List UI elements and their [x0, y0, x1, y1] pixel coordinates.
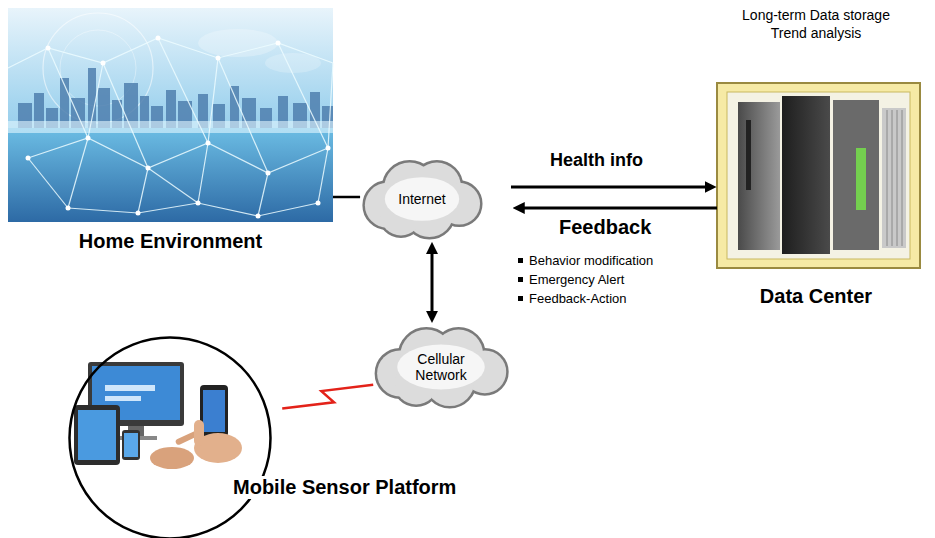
- server-light: [856, 148, 866, 210]
- network-dots: [316, 201, 321, 206]
- tablet: [74, 405, 120, 465]
- node-label: Internet: [398, 191, 445, 207]
- picture-box: Long-term Data storage Trend analysisDat…: [700, 5, 932, 317]
- server-ribs: [892, 110, 893, 246]
- network-lines: [328, 63, 333, 148]
- network-dots: [136, 211, 141, 216]
- network-lines: [68, 138, 88, 208]
- network-dots: [196, 201, 201, 206]
- circle-border: [70, 338, 271, 538]
- network-lines: [278, 43, 328, 148]
- screen-bar: [105, 385, 155, 391]
- network-lines: [318, 148, 328, 203]
- network-dots: [256, 214, 261, 219]
- mobile-devices-picture: [74, 362, 242, 469]
- node-heading: Long-term Data storage Trend analysis: [728, 7, 904, 42]
- circle-outline: [68, 336, 272, 538]
- node-label: Mobile Sensor Platform: [230, 476, 459, 499]
- node-label: Cellular Network: [403, 351, 479, 383]
- network-lines: [208, 58, 218, 143]
- server: [833, 100, 879, 250]
- small-phone: [122, 430, 140, 460]
- small-phone-screen: [124, 433, 138, 457]
- server: [882, 108, 906, 248]
- network-lines: [8, 38, 333, 216]
- edge-label: Feedback: [557, 216, 653, 239]
- cloud-border: [376, 329, 507, 407]
- network-dots: [146, 166, 151, 171]
- cloud-fill: [365, 163, 480, 237]
- network-dots: [46, 46, 51, 51]
- network-dots: [26, 36, 331, 219]
- platform-circle: Mobile Sensor Platform: [68, 336, 272, 538]
- city-network-picture: [8, 8, 333, 222]
- network-lines: [158, 38, 208, 143]
- frame: [717, 83, 920, 268]
- network-lines: [258, 173, 268, 216]
- network-dots: [26, 156, 31, 161]
- network-dots: [326, 146, 331, 151]
- server-ribs: [897, 110, 898, 246]
- connector-arrow: [511, 186, 707, 189]
- network-lines: [28, 138, 328, 173]
- network-cloud: Cellular Network: [368, 327, 514, 407]
- data-center-picture: [717, 83, 920, 268]
- hand: [150, 447, 194, 469]
- skyline: [18, 68, 333, 128]
- network-cloud: Internet: [360, 160, 484, 238]
- cloud-fill: [377, 330, 506, 406]
- network-lines: [68, 203, 318, 216]
- network-lines: [138, 168, 148, 213]
- frame-inner: [727, 92, 910, 259]
- tablet-screen: [78, 410, 116, 460]
- sky: [8, 8, 333, 222]
- picture-box: Home Environment: [8, 8, 333, 264]
- connector-arrow: [333, 196, 360, 199]
- server: [738, 102, 780, 250]
- bullet-item: Feedback-Action: [518, 291, 627, 306]
- network-lines: [103, 63, 148, 168]
- network-lines: [88, 63, 103, 138]
- network-dots: [86, 136, 91, 141]
- server-ribs: [887, 110, 888, 246]
- hit-area: [8, 8, 333, 222]
- thumb: [194, 420, 204, 446]
- network-dots: [206, 141, 211, 146]
- cloud-border: [364, 162, 481, 238]
- hit-area: [717, 83, 920, 268]
- server: [782, 96, 830, 254]
- node-label: Data Center: [700, 285, 932, 308]
- network-dots: [276, 41, 281, 46]
- bullet-item: Emergency Alert: [518, 272, 624, 287]
- edge-label: Health info: [548, 150, 645, 171]
- connector-arrow: [431, 251, 434, 313]
- glow-band: [8, 121, 333, 133]
- node-label: Home Environment: [8, 230, 333, 253]
- network-lines: [198, 143, 208, 203]
- network-dots: [216, 56, 221, 61]
- connector-arrow: [522, 207, 717, 210]
- network-lines: [218, 58, 268, 173]
- server-ribs: [902, 110, 903, 246]
- wireless-link: [282, 385, 373, 409]
- network-lines: [48, 48, 88, 138]
- network-lines: [148, 168, 198, 203]
- cloud-highlight: [397, 345, 485, 390]
- phone-screen: [203, 390, 225, 432]
- server-slot: [746, 120, 751, 190]
- network-dots: [156, 36, 161, 41]
- network-dots: [66, 206, 71, 211]
- water: [8, 128, 333, 222]
- cloud-highlight: [385, 177, 459, 221]
- screen-bar: [105, 396, 141, 401]
- server-ribs: [887, 110, 902, 246]
- network-dots: [101, 61, 106, 66]
- bullet-item: Behavior modification: [518, 253, 653, 268]
- phone: [200, 385, 228, 437]
- network-lines: [28, 158, 68, 208]
- network-dots: [266, 171, 271, 176]
